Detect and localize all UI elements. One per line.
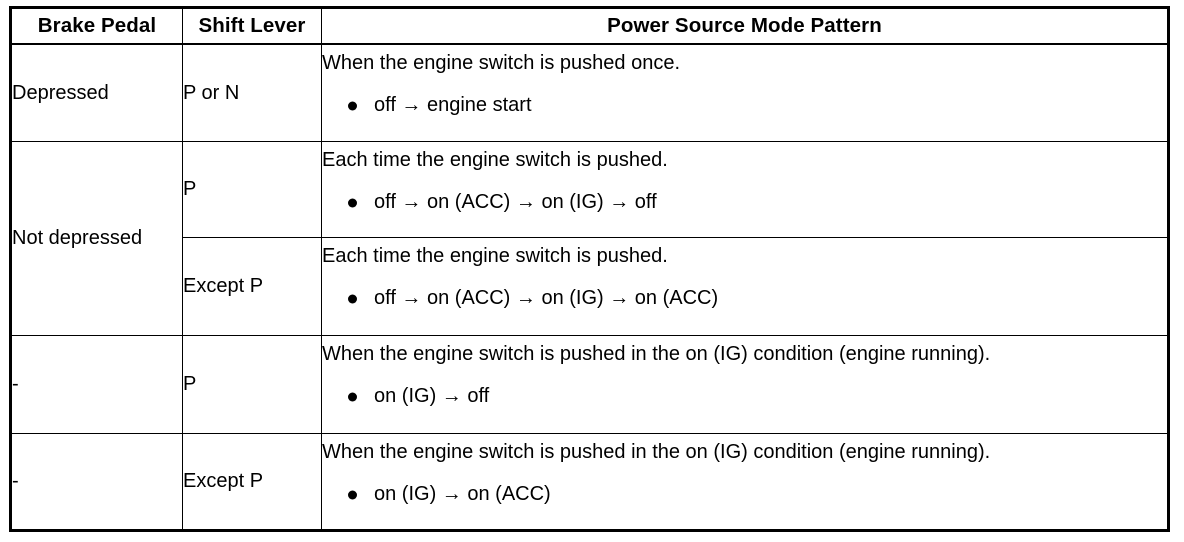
cell-brake-pedal: Not depressed — [10, 141, 183, 336]
pattern-bullet-text: off → on (ACC) → on (IG) → on (ACC) — [374, 287, 719, 310]
table-body: Depressed P or N When the engine switch … — [10, 43, 1169, 531]
pattern-bullet-item: on (IG) → off — [348, 385, 1167, 407]
cell-power-source-mode-pattern: When the engine switch is pushed in the … — [321, 433, 1169, 531]
pattern-lead-text: When the engine switch is pushed in the … — [322, 343, 991, 365]
cell-brake-pedal: - — [10, 335, 183, 434]
column-header-power-source-mode-pattern: Power Source Mode Pattern — [321, 7, 1169, 45]
cell-shift-lever: Except P — [182, 433, 322, 531]
cell-brake-pedal: Depressed — [10, 43, 183, 142]
pattern-bullet-list: on (IG) → off — [322, 385, 1167, 407]
table-row: Not depressed P Each time the engine swi… — [10, 141, 1169, 336]
pattern-bullet-text: on (IG) → off — [374, 385, 490, 408]
pattern-bullet-list: off → engine start — [322, 94, 1167, 116]
pattern-bullet-list: off → on (ACC) → on (IG) → off — [322, 191, 1167, 213]
pattern-bullet-list: off → on (ACC) → on (IG) → on (ACC) — [322, 287, 1167, 309]
pattern-block: When the engine switch is pushed once. o… — [322, 45, 1167, 141]
bullet-dot-icon — [348, 198, 357, 208]
cell-shift-lever: Except P — [182, 237, 322, 336]
cell-brake-pedal: - — [10, 433, 183, 531]
table-row: - P When the engine switch is pushed in … — [10, 335, 1169, 434]
bullet-dot-icon — [348, 101, 357, 111]
table-row: - Except P When the engine switch is pus… — [10, 433, 1169, 531]
cell-power-source-mode-pattern: Each time the engine switch is pushed. o… — [321, 141, 1169, 238]
cell-power-source-mode-pattern: When the engine switch is pushed once. o… — [321, 43, 1169, 142]
table-header: Brake Pedal Shift Lever Power Source Mod… — [10, 7, 1169, 45]
pattern-lead-text: Each time the engine switch is pushed. — [322, 149, 668, 171]
pattern-bullet-item: on (IG) → on (ACC) — [348, 483, 1167, 505]
cell-power-source-mode-pattern: Each time the engine switch is pushed. o… — [321, 237, 1169, 336]
pattern-bullet-text: off → engine start — [374, 94, 532, 117]
bullet-dot-icon — [348, 490, 357, 500]
bullet-dot-icon — [348, 294, 357, 304]
cell-shift-lever: P or N — [182, 43, 322, 142]
bullet-dot-icon — [348, 392, 357, 402]
pattern-bullet-text: off → on (ACC) → on (IG) → off — [374, 191, 657, 214]
column-header-shift-lever: Shift Lever — [182, 7, 322, 45]
pattern-block: Each time the engine switch is pushed. o… — [322, 238, 1167, 335]
pattern-block: When the engine switch is pushed in the … — [322, 336, 1167, 433]
pattern-lead-text: Each time the engine switch is pushed. — [322, 245, 668, 267]
column-header-brake-pedal: Brake Pedal — [10, 7, 183, 45]
cell-shift-lever: P — [182, 335, 322, 434]
pattern-lead-text: When the engine switch is pushed once. — [322, 52, 680, 74]
pattern-block: When the engine switch is pushed in the … — [322, 434, 1167, 529]
pattern-block: Each time the engine switch is pushed. o… — [322, 142, 1167, 237]
table-row: Except P Each time the engine switch is … — [11, 237, 1169, 336]
pattern-bullet-text: on (IG) → on (ACC) — [374, 483, 551, 506]
cell-shift-lever: P — [182, 141, 322, 238]
pattern-bullet-item: off → on (ACC) → on (IG) → off — [348, 191, 1167, 213]
pattern-bullet-item: off → on (ACC) → on (IG) → on (ACC) — [348, 287, 1167, 309]
header-row: Brake Pedal Shift Lever Power Source Mod… — [10, 7, 1169, 45]
pattern-bullet-list: on (IG) → on (ACC) — [322, 483, 1167, 505]
cell-power-source-mode-pattern: When the engine switch is pushed in the … — [321, 335, 1169, 434]
table-row: Depressed P or N When the engine switch … — [10, 43, 1169, 142]
pattern-lead-text: When the engine switch is pushed in the … — [322, 441, 991, 463]
pattern-bullet-item: off → engine start — [348, 94, 1167, 116]
power-source-mode-table: Brake Pedal Shift Lever Power Source Mod… — [9, 6, 1170, 532]
